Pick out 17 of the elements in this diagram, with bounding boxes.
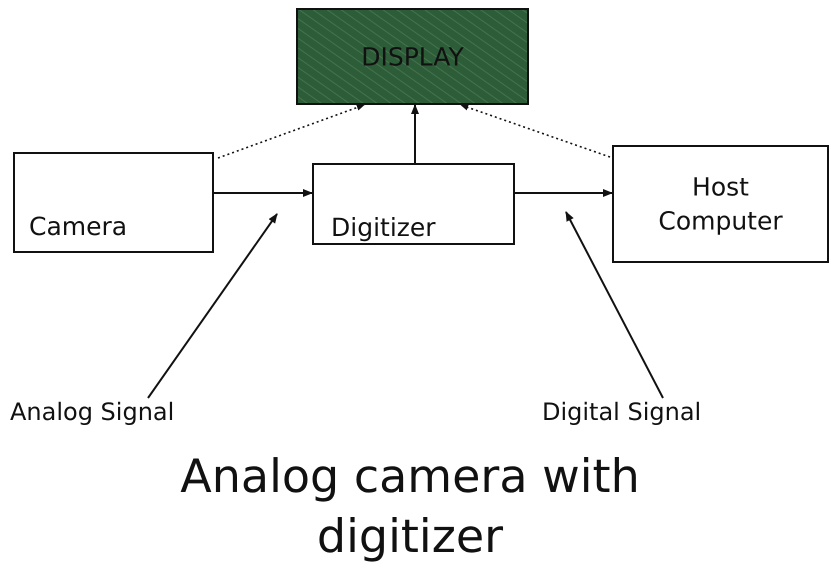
arrow [411,104,419,163]
box-label: DISPLAY [360,42,465,71]
caption: Analog camera with digitizer [179,448,641,565]
process-box [312,163,515,245]
box-label: Digitizer [331,213,436,242]
box-label: Camera [29,212,128,241]
pointer-arrow [147,213,278,399]
process-box [612,145,829,263]
signal-label: Digital Signal [542,398,702,426]
pointer-arrow [565,211,664,398]
arrow [515,189,613,197]
box-label: Host Computer [657,171,784,237]
process-box [13,152,214,253]
arrow [460,104,610,158]
arrow [218,104,365,159]
arrow [214,189,313,197]
signal-label: Analog Signal [10,398,174,426]
